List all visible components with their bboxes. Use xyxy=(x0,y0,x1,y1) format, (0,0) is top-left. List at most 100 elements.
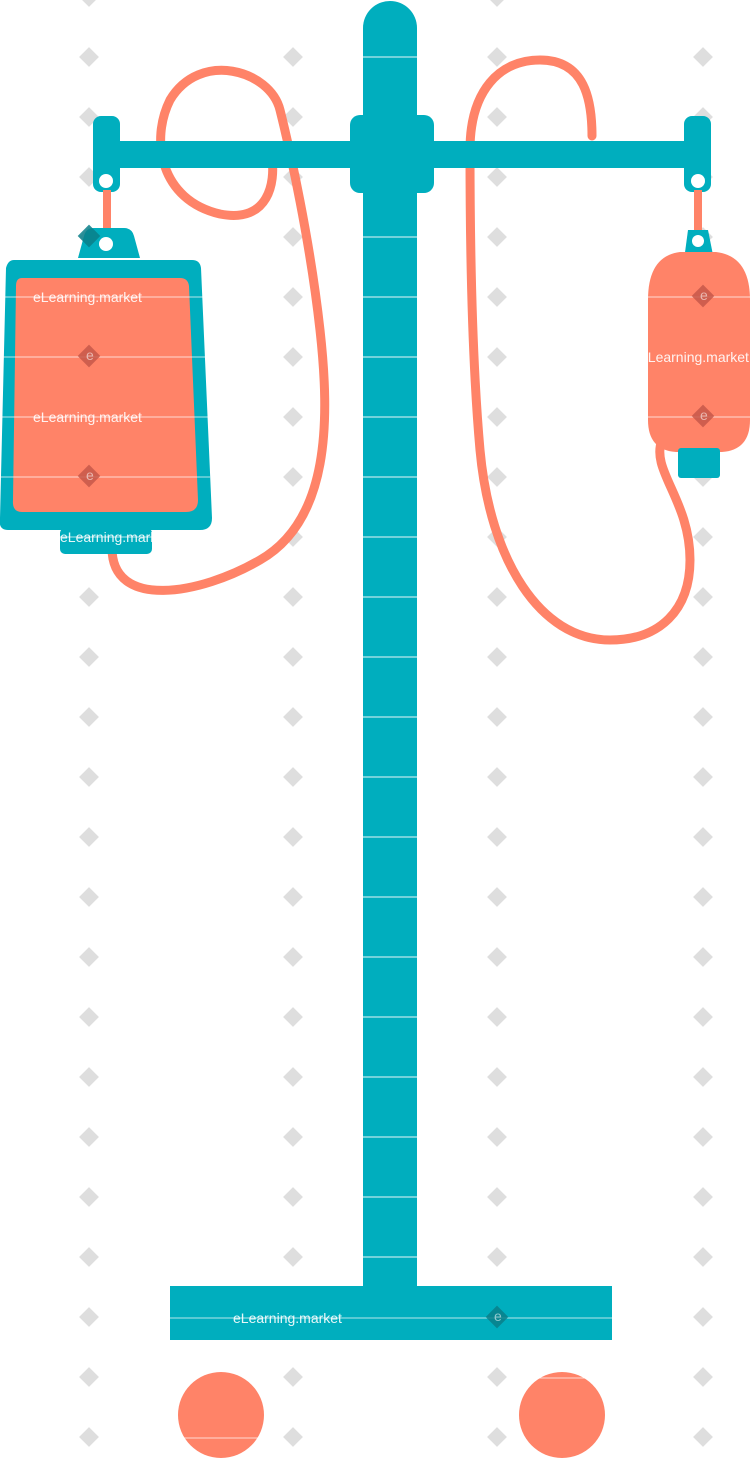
watermark-diamond xyxy=(283,467,303,487)
watermark-diamond xyxy=(693,707,713,727)
watermark-diamond xyxy=(693,947,713,967)
watermark-diamond xyxy=(487,587,507,607)
crossbar xyxy=(93,115,711,193)
watermark-diamond xyxy=(693,647,713,667)
watermark-diamond xyxy=(79,827,99,847)
watermark-diamond xyxy=(487,227,507,247)
watermark-diamond xyxy=(487,47,507,67)
iv-pole xyxy=(363,1,417,1290)
watermark-diamond xyxy=(693,47,713,67)
pole-segment-lines xyxy=(363,56,417,1258)
watermark-diamond xyxy=(693,1127,713,1147)
watermark-diamond xyxy=(79,1007,99,1027)
watermark-diamond xyxy=(487,0,507,7)
watermark-logo-letter: e xyxy=(86,467,94,483)
watermark-diamond xyxy=(693,1007,713,1027)
watermark-diamond xyxy=(487,287,507,307)
watermark-diamond xyxy=(283,47,303,67)
watermark-diamond xyxy=(487,1427,507,1447)
watermark-diamond xyxy=(693,827,713,847)
right-wheel xyxy=(519,1372,605,1458)
watermark-diamond xyxy=(79,587,99,607)
watermark-diamond xyxy=(79,887,99,907)
watermark-diamond xyxy=(79,947,99,967)
watermark-diamond xyxy=(79,1127,99,1147)
watermark-diamond xyxy=(283,1247,303,1267)
watermark-diamond xyxy=(487,827,507,847)
watermark-diamond xyxy=(487,767,507,787)
watermark-diamond xyxy=(693,1307,713,1327)
watermark-overlay: eLearning.market eLearning.market eLearn… xyxy=(0,224,750,1439)
watermark-diamond xyxy=(693,767,713,787)
watermark-diamond xyxy=(283,827,303,847)
right-bottle-tube xyxy=(465,55,695,645)
watermark-diamond xyxy=(693,1367,713,1387)
watermark-diamond xyxy=(283,107,303,127)
watermark-diamond xyxy=(487,107,507,127)
left-iv-bag xyxy=(0,228,212,554)
left-bag-strap xyxy=(103,190,111,230)
watermark-diamond xyxy=(283,587,303,607)
watermark-logo-letter: e xyxy=(700,287,708,303)
watermark-diamond xyxy=(693,1187,713,1207)
watermark-diamond xyxy=(487,1367,507,1387)
watermark-diamond xyxy=(283,227,303,247)
watermark-diamond xyxy=(487,1187,507,1207)
watermark-diamond xyxy=(693,887,713,907)
watermark-diamond xyxy=(283,407,303,427)
watermark-diamond xyxy=(487,887,507,907)
watermark-diamond xyxy=(79,707,99,727)
watermark-diamond xyxy=(487,407,507,427)
watermark-diamond xyxy=(79,1067,99,1087)
watermark-diamond xyxy=(487,347,507,367)
watermark-diamond xyxy=(79,767,99,787)
watermark-diamond xyxy=(283,887,303,907)
watermark-diamond xyxy=(487,1007,507,1027)
watermark-diamond xyxy=(283,1007,303,1027)
watermark-diamond xyxy=(693,1247,713,1267)
watermark-diamond xyxy=(487,647,507,667)
watermark-diamond xyxy=(79,1367,99,1387)
watermark-diamond xyxy=(693,1427,713,1447)
watermark-diamond xyxy=(79,1187,99,1207)
watermark-diamond xyxy=(693,587,713,607)
watermark-diamond xyxy=(487,947,507,967)
watermark-diamond xyxy=(283,767,303,787)
watermark-diamond xyxy=(487,1067,507,1087)
watermark-diamond xyxy=(79,1247,99,1267)
watermark-text: eLearning.market xyxy=(640,349,749,365)
watermark-diamond xyxy=(79,47,99,67)
watermark-diamond xyxy=(487,707,507,727)
watermark-diamond xyxy=(283,287,303,307)
watermark-text: eLearning.market xyxy=(233,1310,342,1326)
watermark-diamond xyxy=(487,167,507,187)
watermark-diamond xyxy=(283,707,303,727)
crossbar-hook-holes xyxy=(99,174,705,188)
watermark-text: eLearning.market xyxy=(60,529,169,545)
watermark-diamond xyxy=(487,1247,507,1267)
watermark-logo-letter: e xyxy=(86,347,94,363)
watermark-diamond xyxy=(283,1187,303,1207)
right-bottle-strap xyxy=(694,190,702,232)
watermark-diamond xyxy=(79,0,99,7)
watermark-logo-letter: e xyxy=(494,1308,502,1324)
watermark-diamond xyxy=(283,647,303,667)
watermark-diamond xyxy=(693,527,713,547)
stand-base xyxy=(170,1286,612,1340)
watermark-diamond xyxy=(283,1427,303,1447)
watermark-diamond xyxy=(79,1427,99,1447)
left-wheel xyxy=(178,1372,264,1458)
watermark-logo-diamonds xyxy=(77,224,715,1329)
watermark-diamond xyxy=(79,1307,99,1327)
watermark-logo-letter: e xyxy=(700,407,708,423)
watermark-text: eLearning.market xyxy=(33,289,142,305)
watermark-diamond xyxy=(79,647,99,667)
watermark-diamond xyxy=(283,1067,303,1087)
watermark-diamond xyxy=(487,1127,507,1147)
watermark-diamond xyxy=(693,1067,713,1087)
watermark-diamond xyxy=(283,1367,303,1387)
watermark-diamond xyxy=(487,467,507,487)
right-iv-bottle xyxy=(648,230,750,478)
watermark-diamond xyxy=(283,947,303,967)
